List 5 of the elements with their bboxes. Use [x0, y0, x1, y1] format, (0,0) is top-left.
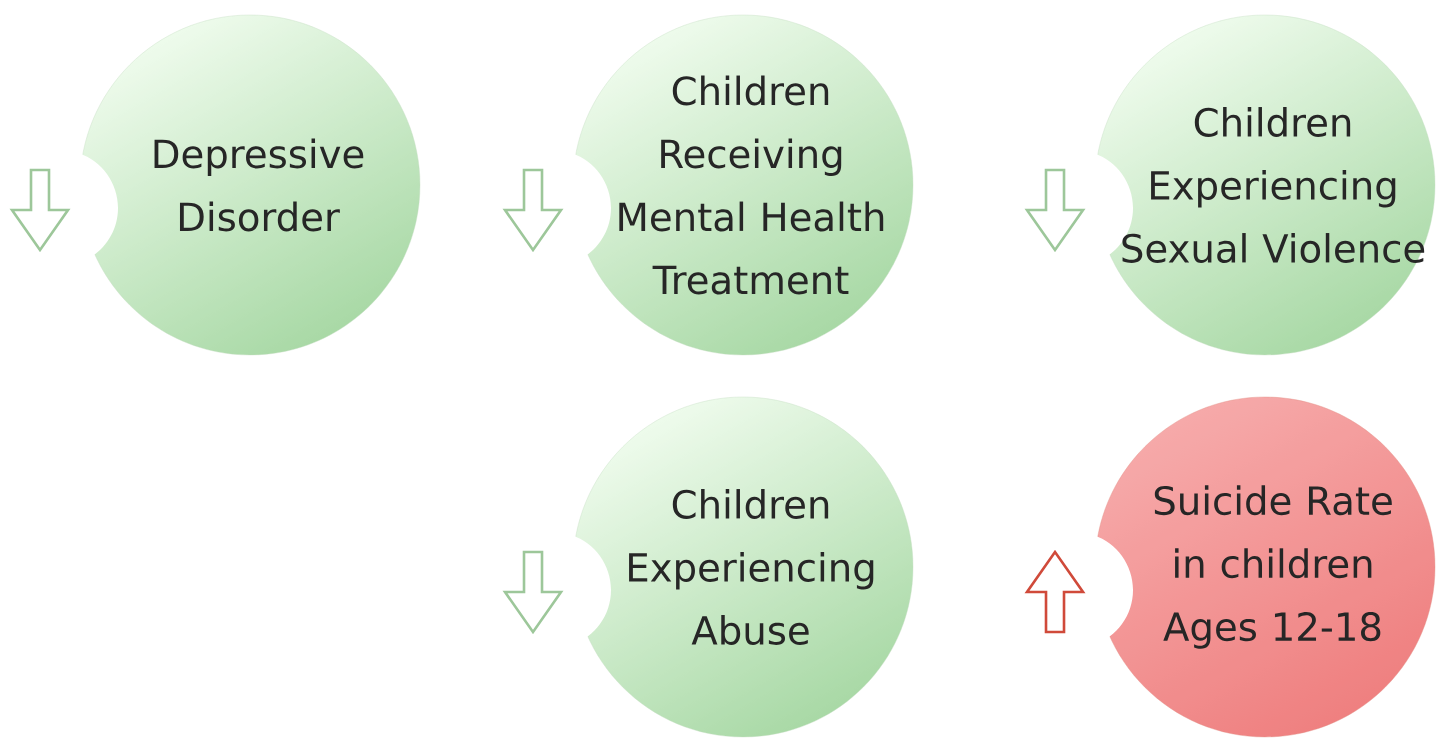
circle-node: Children Receiving Mental Health Treatment: [572, 14, 914, 356]
circle-node: Depressive Disorder: [79, 14, 421, 356]
circle-node: Children Experiencing Sexual Violence: [1094, 14, 1436, 356]
circle-node: Suicide Rate in children Ages 12-18: [1094, 396, 1436, 738]
circle-node: Children Experiencing Abuse: [572, 396, 914, 738]
